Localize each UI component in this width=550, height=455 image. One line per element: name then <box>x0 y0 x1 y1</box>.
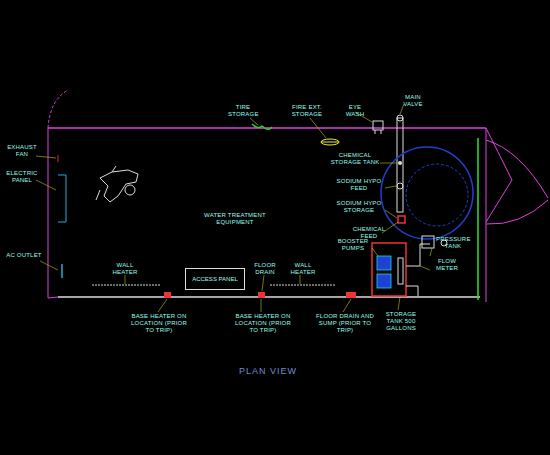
callout-label: MAIN VALVE <box>398 94 428 108</box>
callout-label: BASE HEATER ON LOCATION (PRIOR TO TRIP) <box>128 313 190 334</box>
callout-label: FLOW METER <box>430 258 464 272</box>
callout-label: WATER TREATMENT EQUIPMENT <box>195 212 275 226</box>
callout-label: WALL HEATER <box>108 262 142 276</box>
callout-label: FIRE EXT. STORAGE <box>290 104 324 118</box>
box-text: ACCESS PANEL <box>192 276 238 283</box>
callout-label: FLOOR DRAIN <box>250 262 280 276</box>
callout-label: AC OUTLET <box>6 252 42 259</box>
callout-label: CHEMICAL STORAGE TANK <box>330 152 380 166</box>
callout-label: BOOSTER PUMPS <box>336 238 370 252</box>
callout-label: EXHAUST FAN <box>6 144 38 158</box>
callout-label: STORAGE TANK 500 GALLONS <box>378 311 424 332</box>
callout-label: BASE HEATER ON LOCATION (PRIOR TO TRIP) <box>232 313 294 334</box>
callout-label: WALL HEATER <box>286 262 320 276</box>
callout-label: CHEMICAL FEED <box>352 226 386 240</box>
callout-label: EYE WASH <box>340 104 370 118</box>
callout-label: ELECTRIC PANEL <box>6 170 38 184</box>
callout-label: FLOOR DRAIN AND SUMP (PRIOR TO TRIP) <box>314 313 376 334</box>
callout-label: SODIUM HYPO FEED <box>334 178 384 192</box>
callout-label: TIRE STORAGE <box>228 104 258 118</box>
access-panel-box: ACCESS PANEL <box>185 268 245 290</box>
view-caption: PLAN VIEW <box>239 366 297 376</box>
callout-label: PRESSURE TANK <box>436 236 470 250</box>
callout-label: SODIUM HYPO STORAGE <box>334 200 384 214</box>
